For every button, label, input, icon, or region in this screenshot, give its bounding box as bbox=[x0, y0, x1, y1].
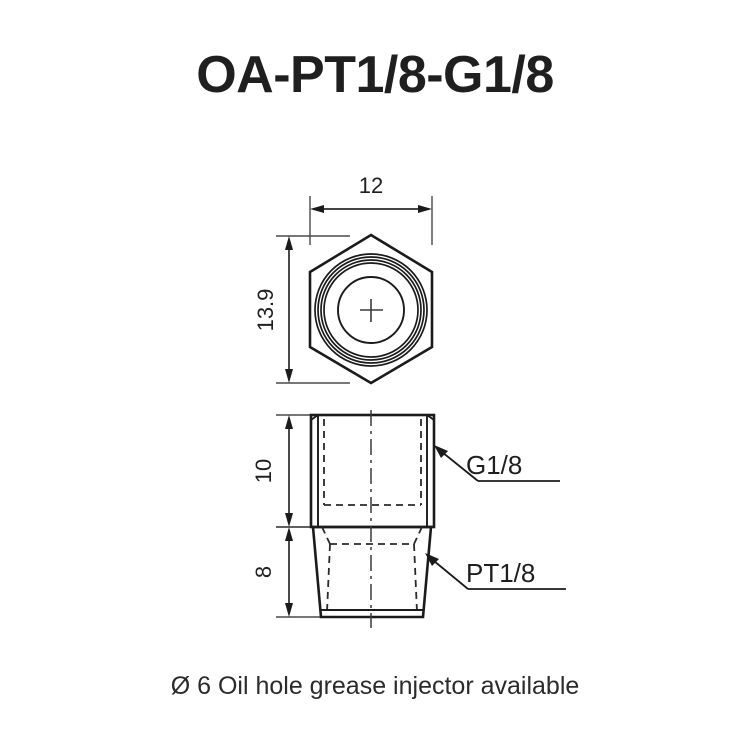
dimension-width-12: 12 bbox=[309, 173, 433, 245]
arrow-right-icon bbox=[418, 205, 432, 213]
arrow-down-icon-10 bbox=[285, 513, 293, 527]
arrow-up-icon-8 bbox=[285, 527, 293, 541]
thread-circle-outer bbox=[314, 253, 428, 367]
upper-body-chamfers bbox=[310, 414, 435, 421]
lower-body-outline bbox=[311, 525, 433, 619]
dim-label-lower-length: 8 bbox=[251, 566, 276, 578]
arrow-left-icon bbox=[310, 205, 324, 213]
arrow-up-icon bbox=[285, 236, 293, 250]
upper-body-outline bbox=[309, 413, 436, 529]
dimension-lower-length-8: 8 bbox=[251, 526, 322, 618]
figure-caption: Ø 6 Oil hole grease injector available bbox=[171, 672, 580, 700]
bore-circle bbox=[337, 276, 405, 344]
arrow-down-icon-8 bbox=[285, 603, 293, 617]
leader-arrow-g18-icon bbox=[434, 445, 448, 458]
page-title: OA-PT1/8-G1/8 bbox=[196, 46, 554, 104]
dimension-across-corners-13-9: 13.9 bbox=[253, 235, 350, 384]
center-cross-icon bbox=[360, 299, 383, 322]
dim-label-across-corners: 13.9 bbox=[253, 289, 278, 332]
thread-circle-inner bbox=[323, 262, 419, 358]
dim-label-width: 12 bbox=[359, 173, 383, 198]
thread-circle-2 bbox=[317, 256, 425, 364]
annotation-label-g18: G1/8 bbox=[466, 450, 522, 480]
lower-body-hidden-lines bbox=[321, 526, 423, 613]
hex-outline bbox=[308, 233, 434, 385]
arrow-down-icon bbox=[285, 369, 293, 383]
annotation-g18: G1/8 bbox=[434, 445, 560, 482]
side-view-group: 10 8 bbox=[251, 410, 566, 628]
upper-body-hidden-lines bbox=[323, 419, 422, 506]
arrow-up-icon-10 bbox=[285, 415, 293, 429]
leader-arrow-pt18-icon bbox=[425, 553, 439, 566]
annotation-label-pt18: PT1/8 bbox=[466, 558, 535, 588]
thread-circle-3 bbox=[320, 259, 422, 361]
dimension-upper-length-10: 10 bbox=[251, 414, 316, 528]
annotation-pt18: PT1/8 bbox=[425, 553, 566, 590]
top-view-group: 12 13.9 bbox=[253, 173, 434, 385]
upper-body-inner-edges bbox=[317, 415, 428, 527]
dim-label-upper-length: 10 bbox=[251, 459, 276, 483]
